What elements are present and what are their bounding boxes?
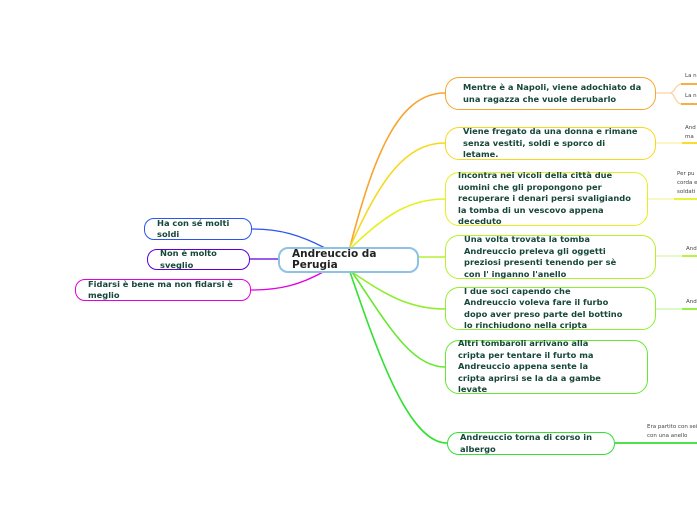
leaf-note[interactable]: And	[686, 299, 697, 305]
right-topic[interactable]: Altri tombaroli arrivano alla cripta per…	[445, 338, 648, 394]
leaf-note[interactable]: La n	[685, 93, 697, 99]
right-topic[interactable]: Una volta trovata la tomba Andreuccio pr…	[445, 234, 656, 279]
leaf-note[interactable]: And ma	[685, 125, 696, 140]
right-topic[interactable]: Andreuccio torna di corso in albergo	[447, 432, 615, 455]
leaf-note[interactable]: La n	[685, 73, 697, 79]
right-topic[interactable]: I due soci capendo che Andreuccio voleva…	[445, 286, 656, 330]
left-topic[interactable]: Ha con sé molti soldi	[144, 218, 252, 240]
leaf-note[interactable]: And	[686, 246, 697, 252]
central-topic[interactable]: Andreuccio da Perugia	[278, 247, 419, 273]
left-topic[interactable]: Non è molto sveglio	[147, 248, 250, 270]
leaf-note[interactable]: Era partito con sei con una anello	[647, 424, 697, 439]
left-topic[interactable]: Fidarsi è bene ma non fidarsi è meglio	[75, 279, 251, 301]
right-topic[interactable]: Incontra nei vicoli della città due uomi…	[445, 170, 648, 226]
leaf-note[interactable]: Per pu corda e soldati	[677, 171, 697, 195]
right-topic[interactable]: Mentre è a Napoli, viene adochiato da un…	[445, 77, 656, 110]
right-topic[interactable]: Viene fregato da una donna e rimane senz…	[445, 126, 656, 160]
